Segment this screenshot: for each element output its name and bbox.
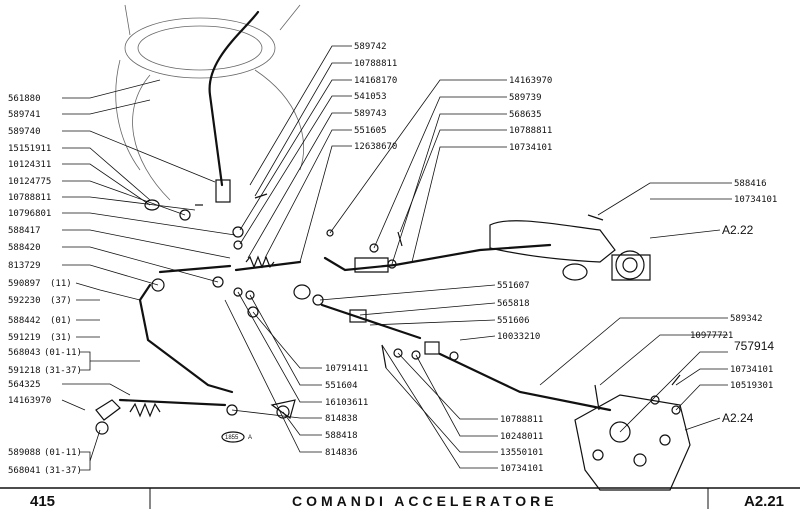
cross-reference-757914: 757914 xyxy=(734,339,774,353)
labels-left-column: 561880 589741 589740 15151911 10124311 1… xyxy=(8,94,82,476)
part-label: 551605 xyxy=(354,126,387,136)
footer-title-block: 415 COMANDI ACCELERATORE A2.21 xyxy=(0,487,800,509)
labels-bottom-center: 10791411 551604 16103611 814838 588418 8… xyxy=(325,364,368,458)
part-label: 10791411 xyxy=(325,364,368,374)
labels-right-lower: 589342 10977721 757914 10734101 10519301… xyxy=(690,314,774,425)
labels-right-upper: 588416 10734101 A2.22 xyxy=(722,179,777,237)
part-label: 10788811 xyxy=(354,59,397,69)
part-variant-tag: (01) xyxy=(50,316,72,326)
part-variant-tag: (11) xyxy=(50,279,72,289)
part-label: 551607 xyxy=(497,281,530,291)
drawing-stamp: 1855 A xyxy=(221,431,252,443)
part-label: 541053 xyxy=(354,92,387,102)
part-label: 592230 xyxy=(8,296,41,306)
part-label: 591219 xyxy=(8,333,41,343)
part-label: 10248011 xyxy=(500,432,543,442)
part-label: 561880 xyxy=(8,94,41,104)
part-label: 10124775 xyxy=(8,177,51,187)
part-label: 591218 xyxy=(8,366,41,376)
part-label: 10734101 xyxy=(734,195,777,205)
part-label: 588420 xyxy=(8,243,41,253)
part-label: 564325 xyxy=(8,380,41,390)
part-label: 10788811 xyxy=(509,126,552,136)
labels-top-middle: 589742 10788811 14168170 541053 589743 5… xyxy=(354,42,397,152)
part-label: 589743 xyxy=(354,109,387,119)
part-label: 15151911 xyxy=(8,144,51,154)
part-label: 10788811 xyxy=(8,193,51,203)
part-variant-tag: (31) xyxy=(50,333,72,343)
part-label: 10033210 xyxy=(497,332,540,342)
labels-top-right: 14163970 589739 568635 10788811 10734101 xyxy=(509,76,552,153)
part-label: 589741 xyxy=(8,110,41,120)
part-variant-tag: (01-11) xyxy=(44,348,82,358)
cab-outline-sketch xyxy=(115,4,304,201)
labels-bottom-right: 10788811 10248011 13550101 10734101 xyxy=(500,415,543,474)
cross-reference-a2-24: A2.24 xyxy=(722,411,754,425)
part-label: 813729 xyxy=(8,261,41,271)
part-label: 14168170 xyxy=(354,76,397,86)
part-label: 14163970 xyxy=(509,76,552,86)
part-label: 588416 xyxy=(734,179,767,189)
part-label: 10734101 xyxy=(730,365,773,375)
part-variant-tag: (37) xyxy=(50,296,72,306)
section-code: A2.21 xyxy=(744,493,784,509)
part-label: 551606 xyxy=(497,316,530,326)
leader-lines xyxy=(61,45,732,471)
part-label: 565818 xyxy=(497,299,530,309)
part-label: 588418 xyxy=(325,431,358,441)
part-label: 568635 xyxy=(509,110,542,120)
page-number: 415 xyxy=(30,493,55,509)
stamp-number: 1855 xyxy=(225,435,239,441)
part-label: 588417 xyxy=(8,226,41,236)
part-variant-tag: (01-11) xyxy=(44,448,82,458)
page-title: COMANDI ACCELERATORE xyxy=(292,493,558,509)
part-label: 588442 xyxy=(8,316,41,326)
part-label: 10734101 xyxy=(509,143,552,153)
part-variant-tag: (31-37) xyxy=(44,466,82,476)
part-label: 589739 xyxy=(509,93,542,103)
part-label: 589742 xyxy=(354,42,387,52)
part-label: 814836 xyxy=(325,448,358,458)
part-label: 10788811 xyxy=(500,415,543,425)
part-label: 590897 xyxy=(8,279,41,289)
stamp-suffix: A xyxy=(248,435,252,441)
part-label: 10977721 xyxy=(690,331,733,341)
part-label: 568041 xyxy=(8,466,41,476)
cross-reference-a2-22: A2.22 xyxy=(722,223,754,237)
part-label: 589088 xyxy=(8,448,41,458)
part-label: 814838 xyxy=(325,414,358,424)
part-label: 551604 xyxy=(325,381,358,391)
part-label: 10734101 xyxy=(500,464,543,474)
part-label: 12638670 xyxy=(354,142,397,152)
part-label: 14163970 xyxy=(8,396,51,406)
part-label: 589342 xyxy=(730,314,763,324)
part-label: 589740 xyxy=(8,127,41,137)
part-label: 10796801 xyxy=(8,209,51,219)
part-label: 16103611 xyxy=(325,398,368,408)
part-label: 13550101 xyxy=(500,448,543,458)
part-label: 10124311 xyxy=(8,160,51,170)
labels-middle-right: 551607 565818 551606 10033210 xyxy=(497,281,540,342)
part-label: 10519301 xyxy=(730,381,773,391)
accelerator-linkage-parts xyxy=(95,10,691,491)
part-label: 568043 xyxy=(8,348,41,358)
part-variant-tag: (31-37) xyxy=(44,366,82,376)
